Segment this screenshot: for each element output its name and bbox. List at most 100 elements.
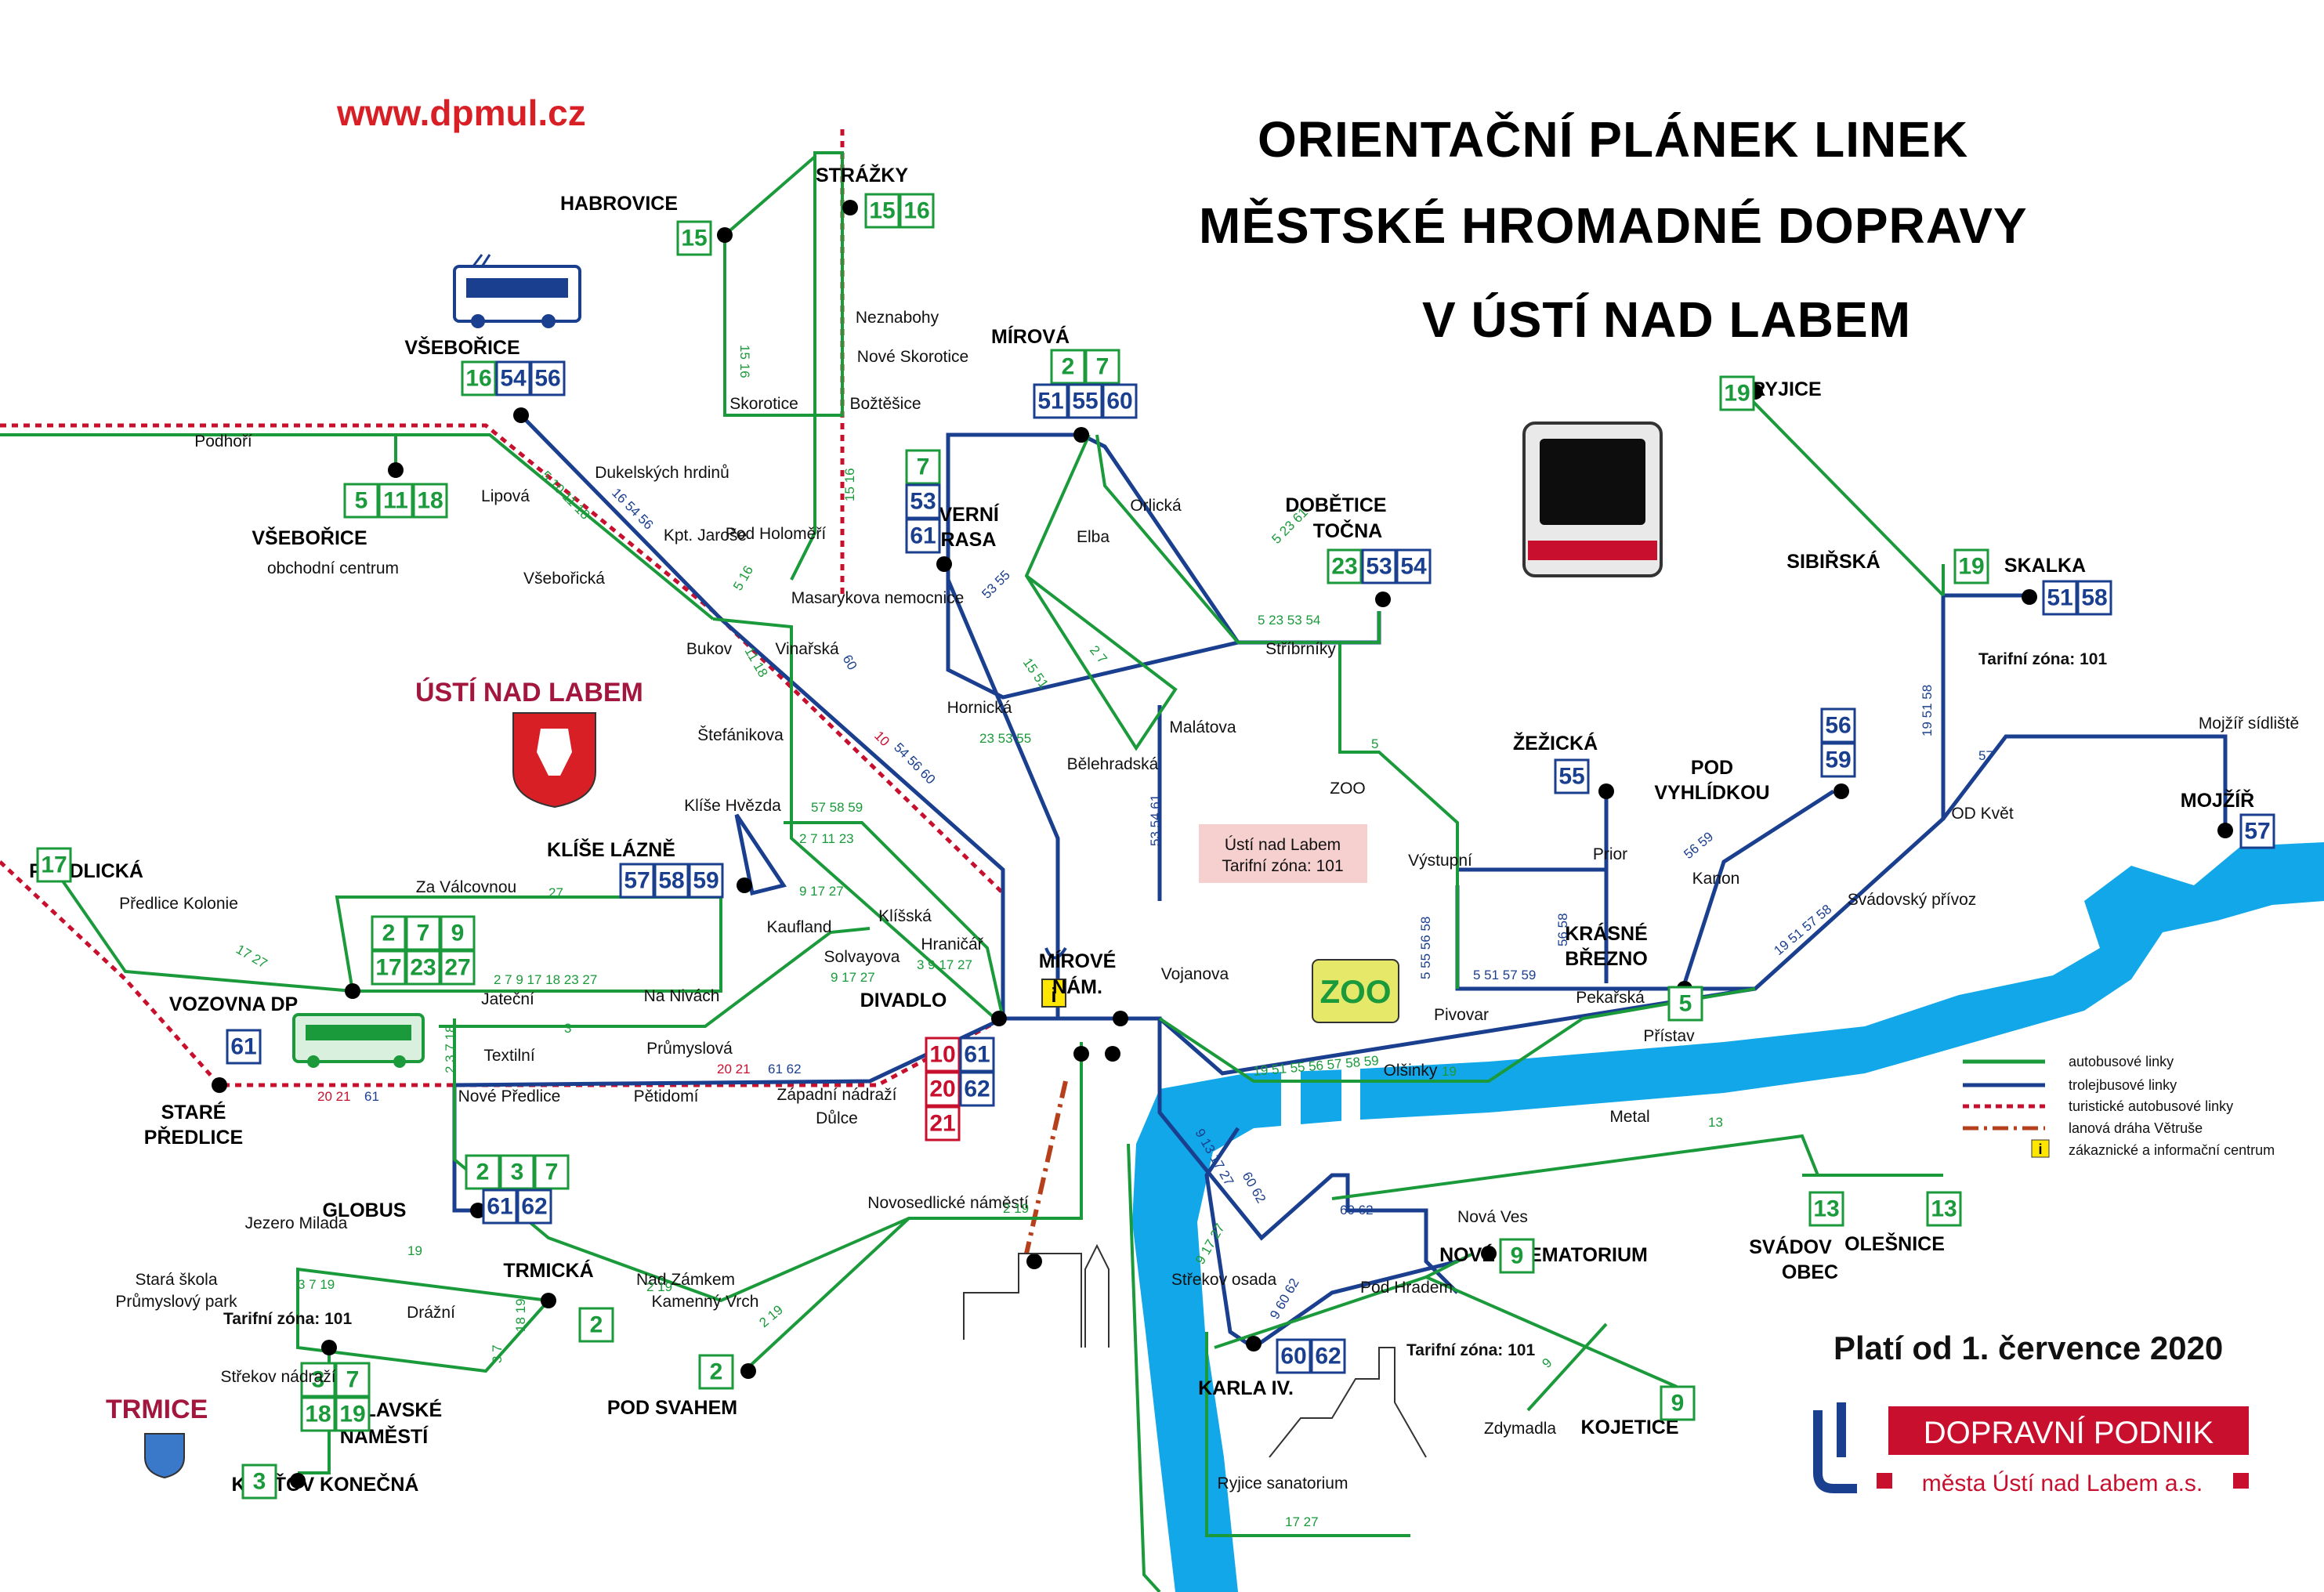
route-badge[interactable]: 19 bbox=[1724, 381, 1750, 407]
stop-label[interactable]: Svádovský přívoz bbox=[1848, 891, 1977, 909]
stop-label[interactable]: Štefánikova bbox=[697, 726, 784, 744]
stop-label[interactable]: Pivovar bbox=[1434, 1006, 1489, 1024]
route-badge[interactable]: 17 bbox=[41, 852, 67, 878]
stop-label[interactable]: Nová Ves bbox=[1457, 1208, 1528, 1226]
route-badge[interactable]: 51 bbox=[2047, 585, 2072, 611]
stop-label[interactable]: Střekov osada bbox=[1171, 1271, 1277, 1289]
route-badge[interactable]: 60 bbox=[1280, 1344, 1306, 1369]
stop-label[interactable]: Skorotice bbox=[729, 395, 798, 413]
stop-label[interactable]: Podhoří bbox=[194, 432, 252, 450]
stop-label[interactable]: Dukelských hrdinů bbox=[595, 464, 729, 482]
route-badge[interactable]: 58 bbox=[2081, 585, 2107, 611]
stop-label[interactable]: Kaufland bbox=[767, 918, 832, 936]
stop-label[interactable]: Předlice Kolonie bbox=[119, 895, 238, 913]
route-badge[interactable]: 62 bbox=[964, 1076, 990, 1102]
stop-label[interactable]: Prior bbox=[1593, 845, 1627, 863]
route-badge[interactable]: 13 bbox=[1813, 1196, 1839, 1222]
stop-label[interactable]: Vojanova bbox=[1161, 965, 1229, 983]
route-badge[interactable]: 5 bbox=[355, 488, 368, 514]
route-badge[interactable]: 3 bbox=[511, 1160, 524, 1185]
terminal-stop[interactable]: SEVERNÍTERASA75361 bbox=[907, 450, 1000, 552]
stop-label[interactable]: Drážní bbox=[407, 1304, 455, 1322]
stop-label[interactable]: Za Válcovnou bbox=[416, 878, 516, 896]
stop-label[interactable]: Výstupní bbox=[1408, 852, 1472, 870]
route-badge[interactable]: 51 bbox=[1037, 389, 1063, 414]
stop-label[interactable]: Nové Předlice bbox=[458, 1087, 561, 1105]
route-badge[interactable]: 3 bbox=[253, 1469, 266, 1495]
route-badge[interactable]: 56 bbox=[534, 366, 560, 392]
stop-label[interactable]: Božtěšice bbox=[849, 395, 921, 413]
route-badge[interactable]: 54 bbox=[1400, 554, 1427, 580]
route-badge[interactable]: 19 bbox=[1958, 554, 1984, 580]
route-badge[interactable]: 11 bbox=[383, 488, 408, 514]
route-badge[interactable]: 15 bbox=[681, 226, 707, 251]
route-badge[interactable]: 7 bbox=[346, 1367, 360, 1393]
route-badge[interactable]: 5 bbox=[1679, 991, 1692, 1017]
route-badge[interactable]: 57 bbox=[2244, 819, 2270, 845]
stop-label[interactable]: Jezero Milada bbox=[245, 1214, 348, 1232]
route-badge[interactable]: 2 bbox=[590, 1312, 603, 1338]
stop-label[interactable]: Hraničář bbox=[921, 935, 983, 953]
route-badge[interactable]: 59 bbox=[1825, 747, 1851, 773]
stop-label[interactable]: Hornická bbox=[947, 699, 1012, 717]
stop-label[interactable]: Ryjice sanatorium bbox=[1218, 1474, 1348, 1492]
route-badge[interactable]: 7 bbox=[1096, 354, 1110, 380]
stop-label[interactable]: Průmyslová bbox=[646, 1040, 733, 1058]
route-badge[interactable]: 9 bbox=[1671, 1391, 1685, 1417]
stop-label[interactable]: Pětidomí bbox=[634, 1087, 699, 1105]
stop-label[interactable]: Nové Skorotice bbox=[857, 348, 968, 366]
stop-label[interactable]: Průmyslový park bbox=[115, 1293, 237, 1311]
route-badge[interactable]: 9 bbox=[451, 921, 465, 946]
terminal-stop[interactable]: KARLA IV.6062 bbox=[1198, 1340, 1345, 1399]
stop-label[interactable]: Bukov bbox=[686, 640, 733, 658]
route-badge[interactable]: 19 bbox=[339, 1402, 365, 1427]
route-badge[interactable]: 17 bbox=[375, 955, 401, 981]
route-badge[interactable]: 57 bbox=[624, 868, 650, 894]
stop-label[interactable]: Zdymadla bbox=[1484, 1420, 1557, 1438]
route-badge[interactable]: 2 bbox=[710, 1359, 723, 1385]
stop-label[interactable]: Neznabohy bbox=[856, 309, 939, 327]
stop-label[interactable]: Střekov nádraží bbox=[220, 1368, 335, 1386]
stop-label[interactable]: Západní nádraží bbox=[777, 1086, 897, 1104]
stop-label[interactable]: Mojžíř sídliště bbox=[2199, 715, 2299, 733]
stop-label[interactable]: Orlická bbox=[1130, 497, 1182, 515]
stop-label[interactable]: Lipová bbox=[481, 487, 530, 505]
route-badge[interactable]: 54 bbox=[500, 366, 527, 392]
route-badge[interactable]: 7 bbox=[545, 1160, 559, 1185]
route-badge[interactable]: 2 bbox=[476, 1160, 490, 1185]
route-badge[interactable]: 58 bbox=[658, 868, 684, 894]
stop-label[interactable]: Elba bbox=[1077, 528, 1110, 546]
route-badge[interactable]: 10 bbox=[929, 1042, 955, 1068]
route-badge[interactable]: 53 bbox=[1366, 554, 1392, 580]
route-badge[interactable]: 16 bbox=[903, 198, 929, 224]
stop-label[interactable]: Malátova bbox=[1169, 718, 1236, 736]
route-badge[interactable]: 13 bbox=[1931, 1196, 1957, 1222]
route-badge[interactable]: 59 bbox=[693, 868, 719, 894]
route-badge[interactable]: 55 bbox=[1558, 764, 1584, 790]
stop-label[interactable]: Stará škola bbox=[135, 1271, 217, 1289]
stop-label[interactable]: Solvayova bbox=[824, 948, 900, 966]
stop-label[interactable]: Stříbrníky bbox=[1265, 640, 1336, 658]
stop-label[interactable]: Klíše Hvězda bbox=[684, 797, 781, 815]
stop-label[interactable]: OD Květ bbox=[1951, 805, 2014, 823]
terminal-stop[interactable]: KLÍŠE LÁZNĚ575859 bbox=[547, 838, 722, 897]
terminal-stop[interactable]: MÍROVÁ27515560 bbox=[991, 325, 1136, 418]
stop-label[interactable]: Na Nivách bbox=[644, 987, 720, 1005]
route-badge[interactable]: 61 bbox=[910, 523, 936, 549]
stop-label[interactable]: Bělehradská bbox=[1067, 755, 1159, 773]
stop-label[interactable]: Olšinky bbox=[1384, 1062, 1438, 1080]
route-badge[interactable]: 18 bbox=[305, 1402, 331, 1427]
route-badge[interactable]: 23 bbox=[1331, 554, 1357, 580]
